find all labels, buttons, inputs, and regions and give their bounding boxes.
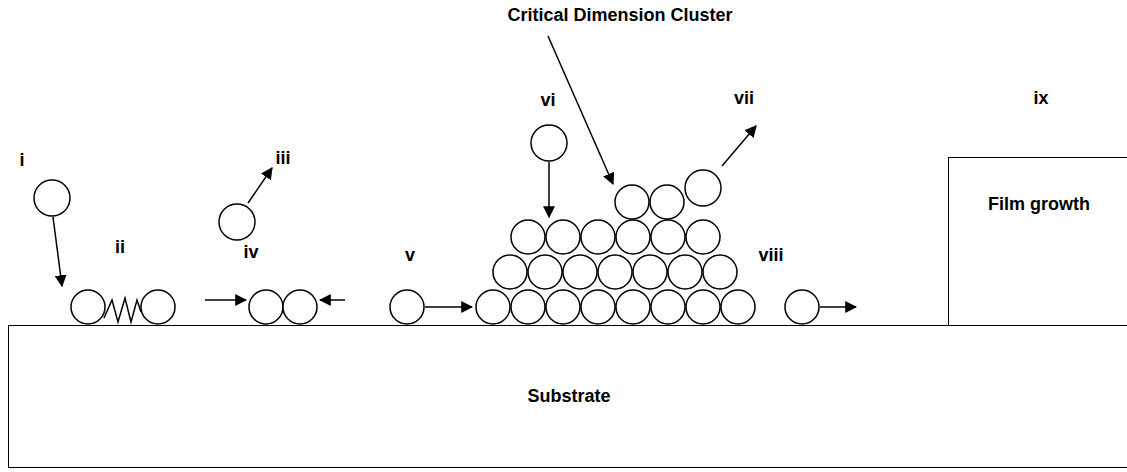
node-text: Substrate bbox=[527, 386, 610, 407]
process-numeral: ii bbox=[115, 237, 125, 258]
process-numeral: iii bbox=[275, 148, 290, 169]
process-numeral: viii bbox=[758, 245, 783, 266]
film-growth-box: Film growth bbox=[948, 157, 1127, 326]
node-text: Film growth bbox=[988, 194, 1090, 215]
process-numeral: v bbox=[405, 245, 415, 266]
substrate-block: Substrate bbox=[8, 325, 1127, 468]
process-numeral: iv bbox=[243, 242, 258, 263]
process-numeral: ix bbox=[1033, 88, 1048, 109]
cluster-label: Critical Dimension Cluster bbox=[507, 5, 732, 26]
process-numeral: vii bbox=[734, 88, 754, 109]
process-numeral: i bbox=[19, 150, 24, 171]
process-numeral: vi bbox=[540, 90, 555, 111]
